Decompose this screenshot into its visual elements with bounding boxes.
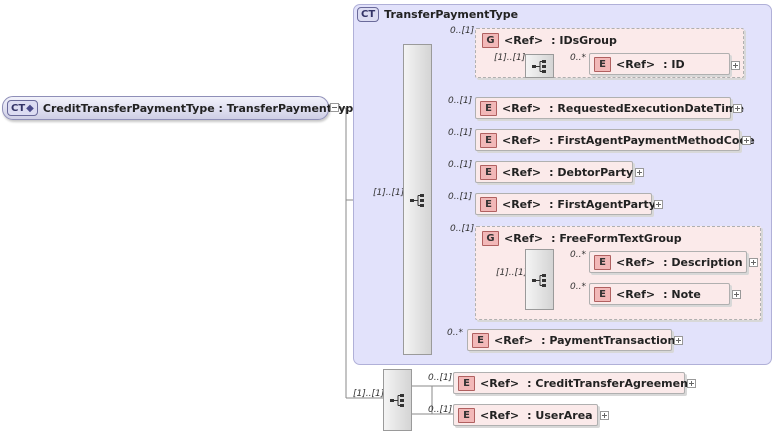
first-agent-cardinality: 0..[1]	[448, 192, 473, 202]
debtor-cardinality: 0..[1]	[448, 160, 473, 170]
element-badge: E	[480, 132, 497, 148]
expand-first-agent-icon[interactable]	[654, 200, 663, 209]
ref-label: <Ref>	[616, 57, 656, 71]
ids-sequence-cardinality: [1]..[1]	[494, 53, 526, 63]
lower-sequence-compositor[interactable]	[383, 369, 412, 431]
element-user-area[interactable]: E <Ref> : UserArea	[453, 404, 598, 426]
ids-group-title: G <Ref> : IDsGroup	[482, 33, 617, 48]
ids-group-cardinality: 0..[1]	[450, 26, 475, 36]
element-badge: E	[458, 407, 475, 423]
ref-label: <Ref>	[616, 287, 656, 301]
group-badge: G	[482, 33, 499, 48]
ref-label: <Ref>	[504, 232, 544, 245]
ref-label: <Ref>	[480, 408, 520, 422]
expand-description-icon[interactable]	[749, 258, 758, 267]
group-name: : IDsGroup	[551, 34, 617, 47]
element-name: : CreditTransferAgreement	[527, 376, 694, 390]
root-complex-type[interactable]: CT◆ CreditTransferPaymentType : Transfer…	[2, 96, 361, 120]
sequence-compositor-icon	[531, 273, 546, 287]
ref-label: <Ref>	[504, 34, 544, 47]
element-name: : RequestedExecutionDateTime	[549, 101, 744, 115]
freeform-group-cardinality: 0..[1]	[450, 224, 475, 234]
element-payment-transaction[interactable]: E <Ref> : PaymentTransaction	[467, 329, 676, 351]
element-id[interactable]: E <Ref> : ID	[589, 53, 730, 75]
element-badge: E	[472, 332, 489, 348]
freeform-sequence-compositor[interactable]	[525, 249, 554, 310]
inner-sequence-cardinality: [1]..[1]	[353, 389, 385, 399]
expand-payment-tx-icon[interactable]	[674, 336, 683, 345]
element-name: : Description	[663, 255, 743, 269]
payment-tx-cardinality: 0..*	[447, 328, 463, 338]
user-area-cardinality: 0..[1]	[428, 405, 453, 415]
element-badge: E	[458, 375, 475, 391]
credit-agreement-cardinality: 0..[1]	[428, 373, 453, 383]
element-name: : FirstAgentPaymentMethodCode	[549, 133, 755, 147]
element-name: : FirstAgentParty	[549, 197, 656, 211]
outer-sequence-cardinality: [1]..[1]	[373, 188, 405, 198]
requested-cardinality: 0..[1]	[448, 96, 473, 106]
complex-type-title: TransferPaymentType	[384, 8, 519, 21]
first-method-cardinality: 0..[1]	[448, 128, 473, 138]
freeform-group-title: G <Ref> : FreeFormTextGroup	[482, 231, 682, 246]
ref-label: <Ref>	[502, 165, 542, 179]
id-cardinality: 0..*	[570, 53, 586, 63]
sequence-compositor-icon	[389, 394, 404, 407]
expand-user-area-icon[interactable]	[600, 411, 609, 420]
expand-first-method-icon[interactable]	[742, 136, 751, 145]
collapse-root-icon[interactable]	[330, 103, 339, 112]
element-first-agent-payment-method-code[interactable]: E <Ref> : FirstAgentPaymentMethodCode	[475, 129, 755, 151]
ref-label: <Ref>	[502, 133, 542, 147]
element-badge: E	[480, 196, 497, 212]
sequence-compositor-icon	[409, 193, 424, 207]
element-name: : ID	[663, 57, 685, 71]
element-debtor-party[interactable]: E <Ref> : DebtorParty	[475, 161, 633, 183]
element-name: : PaymentTransaction	[541, 333, 676, 347]
element-name: : DebtorParty	[549, 165, 634, 179]
ids-sequence-compositor[interactable]	[525, 54, 554, 78]
element-credit-transfer-agreement[interactable]: E <Ref> : CreditTransferAgreement	[453, 372, 693, 394]
root-type-name: CreditTransferPaymentType : TransferPaym…	[42, 101, 361, 115]
ref-label: <Ref>	[616, 255, 656, 269]
element-name: : Note	[663, 287, 701, 301]
complex-type-badge: CT	[357, 7, 380, 22]
sequence-compositor[interactable]	[403, 44, 432, 355]
complex-type-icon: CT◆	[7, 100, 38, 116]
expand-note-icon[interactable]	[732, 290, 741, 299]
sequence-compositor-icon	[531, 60, 546, 73]
expand-debtor-icon[interactable]	[635, 168, 644, 177]
group-name: : FreeFormTextGroup	[551, 232, 682, 245]
expand-credit-agreement-icon[interactable]	[687, 379, 696, 388]
element-first-agent-party[interactable]: E <Ref> : FirstAgentParty	[475, 193, 656, 215]
ref-label: <Ref>	[502, 101, 542, 115]
ref-label: <Ref>	[494, 333, 534, 347]
description-cardinality: 0..*	[570, 250, 586, 260]
element-badge: E	[594, 254, 611, 270]
complex-type-header: CT TransferPaymentType	[357, 7, 518, 22]
freeform-sequence-cardinality: [1]..[1]	[496, 268, 528, 278]
ref-label: <Ref>	[502, 197, 542, 211]
ref-label: <Ref>	[480, 376, 520, 390]
element-badge: E	[480, 164, 497, 180]
expand-requested-icon[interactable]	[733, 104, 742, 113]
element-description[interactable]: E <Ref> : Description	[589, 251, 747, 273]
element-badge: E	[594, 56, 611, 72]
element-badge: E	[594, 286, 611, 302]
group-badge: G	[482, 231, 499, 246]
element-name: : UserArea	[527, 408, 593, 422]
expand-id-icon[interactable]	[731, 61, 740, 70]
element-badge: E	[480, 100, 497, 116]
note-cardinality: 0..*	[570, 282, 586, 292]
element-requested-execution-date-time[interactable]: E <Ref> : RequestedExecutionDateTime	[475, 97, 744, 119]
element-note[interactable]: E <Ref> : Note	[589, 283, 730, 305]
